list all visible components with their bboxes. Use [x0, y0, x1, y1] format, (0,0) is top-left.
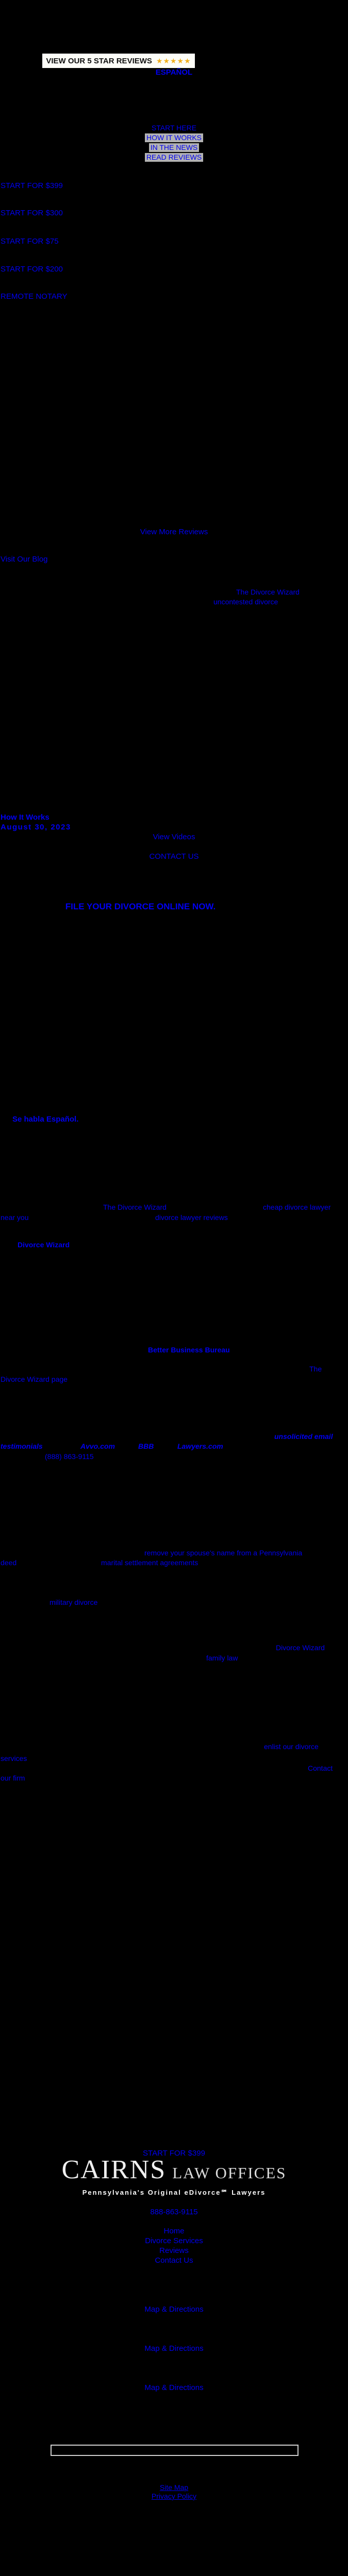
privacy-policy-link[interactable]: Privacy Policy: [151, 2492, 197, 2500]
espanol-link[interactable]: ESPAÑOL: [155, 68, 193, 77]
footer-embed-box[interactable]: [51, 2445, 299, 2456]
nav-in-the-news[interactable]: IN THE NEWS: [148, 143, 200, 152]
marital-settlement-agreements-link[interactable]: marital settlement agreements: [101, 1558, 198, 1567]
post-date: August 30, 2023: [1, 823, 71, 832]
footer-nav-home[interactable]: Home: [163, 2227, 185, 2235]
start-for-75-link[interactable]: START FOR $75: [1, 237, 59, 246]
footer-nav-divorce-services[interactable]: Divorce Services: [145, 2236, 203, 2245]
five-stars-icon: ★★★★★: [156, 56, 191, 65]
avvo-link[interactable]: Avvo.com: [80, 1442, 115, 1450]
footer-nav-reviews[interactable]: Reviews: [159, 2246, 189, 2255]
logo-cairns-text: CAIRNS: [61, 2155, 167, 2184]
nav-how-it-works[interactable]: HOW IT WORKS: [144, 133, 204, 142]
remove-spouse-name-link[interactable]: remove your spouse's name from a Pennsyl…: [144, 1549, 303, 1557]
start-for-399-link[interactable]: START FOR $399: [1, 181, 63, 190]
unsolicited-email-link[interactable]: unsolicited email: [274, 1432, 333, 1440]
footer-phone-link[interactable]: 888-863-9115: [150, 2208, 198, 2216]
map-directions-link-2[interactable]: Map & Directions: [144, 2344, 204, 2353]
divorce-wizard-link-1[interactable]: The Divorce Wizard: [236, 588, 300, 596]
reviews-banner[interactable]: VIEW OUR 5 STAR REVIEWS ★★★★★: [42, 54, 195, 68]
how-it-works-heading-link[interactable]: How It Works: [1, 813, 49, 822]
se-habla-espanol-link[interactable]: Se habla Español.: [12, 1115, 79, 1124]
near-you-link[interactable]: near you: [1, 1213, 29, 1222]
the-divorce-wizard-page-link-start[interactable]: The: [309, 1365, 322, 1373]
divorce-wizard-link-3[interactable]: Divorce Wizard: [276, 1643, 325, 1652]
bbb-link[interactable]: BBB: [138, 1442, 154, 1450]
services-link[interactable]: services: [1, 1754, 27, 1762]
logo-law-offices-text: LAW OFFICES: [172, 2164, 287, 2182]
deed-link[interactable]: deed: [1, 1558, 17, 1567]
map-directions-link-3[interactable]: Map & Directions: [144, 2383, 204, 2392]
start-for-300-link[interactable]: START FOR $300: [1, 209, 63, 217]
phone-link[interactable]: (888) 863-9115: [45, 1452, 94, 1461]
logo-tagline: Pennsylvania's Original eDivorce℠ Lawyer…: [82, 2189, 266, 2196]
footer-nav-contact-us[interactable]: Contact Us: [155, 2256, 193, 2265]
divorce-lawyer-reviews-link[interactable]: divorce lawyer reviews: [155, 1213, 228, 1222]
start-for-200-link[interactable]: START FOR $200: [1, 265, 63, 274]
view-more-reviews-link[interactable]: View More Reviews: [140, 528, 208, 536]
view-videos-link[interactable]: View Videos: [153, 833, 195, 841]
enlist-our-divorce-link[interactable]: enlist our divorce: [264, 1742, 319, 1751]
footer-start-for-399-link[interactable]: START FOR $399: [143, 2149, 205, 2158]
site-map-link[interactable]: Site Map: [159, 2483, 189, 2492]
better-business-bureau-link[interactable]: Better Business Bureau: [148, 1346, 230, 1354]
visit-our-blog-link[interactable]: Visit Our Blog: [1, 555, 48, 564]
divorce-wizard-link-2[interactable]: The Divorce Wizard: [103, 1203, 167, 1211]
contact-link[interactable]: Contact: [308, 1764, 333, 1772]
nav-start-here[interactable]: START HERE: [151, 124, 197, 132]
our-firm-link[interactable]: our firm: [1, 1774, 25, 1782]
divorce-wizard-bold-link[interactable]: Divorce Wizard: [18, 1241, 70, 1249]
cairns-law-offices-logo: CAIRNS LAW OFFICES: [0, 2157, 348, 2183]
nav-read-reviews[interactable]: READ REVIEWS: [144, 153, 204, 162]
divorce-wizard-page-link[interactable]: Divorce Wizard page: [1, 1375, 68, 1383]
family-law-link[interactable]: family law: [206, 1654, 238, 1662]
reviews-banner-label: VIEW OUR 5 STAR REVIEWS: [46, 56, 152, 65]
testimonials-link[interactable]: testimonials: [1, 1442, 43, 1450]
contact-us-link[interactable]: CONTACT US: [149, 852, 199, 861]
cheap-divorce-lawyer-link[interactable]: cheap divorce lawyer: [263, 1203, 331, 1211]
uncontested-divorce-link[interactable]: uncontested divorce: [213, 598, 278, 606]
lawyers-com-link[interactable]: Lawyers.com: [177, 1442, 223, 1450]
map-directions-link-1[interactable]: Map & Directions: [144, 2305, 204, 2314]
remote-notary-link[interactable]: REMOTE NOTARY: [1, 292, 68, 301]
military-divorce-link[interactable]: military divorce: [49, 1598, 98, 1606]
file-divorce-online-link[interactable]: FILE YOUR DIVORCE ONLINE NOW.: [65, 902, 216, 911]
